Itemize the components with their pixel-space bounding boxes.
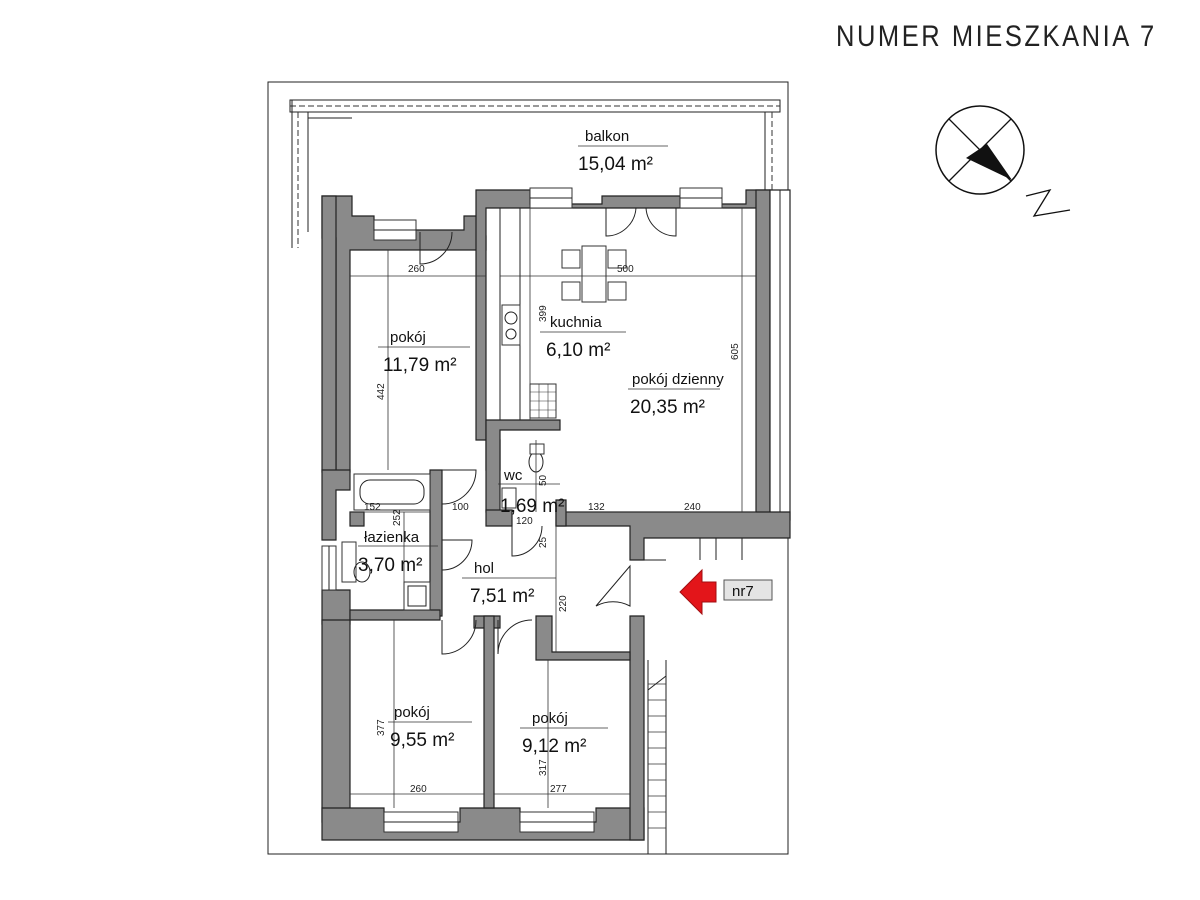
room-area-balkon: 15,04 m² (578, 154, 653, 175)
room-area-lazienka: 3,70 m² (358, 555, 422, 576)
bath-fixtures (341, 443, 545, 611)
room-area-pokoj-2: 9,55 m² (390, 730, 454, 751)
room-name-lazienka: łazienka (364, 529, 420, 546)
room-name-pokoj-2: pokój (394, 704, 430, 721)
room-area-hol: 7,51 m² (470, 586, 534, 607)
dim-240: 240 (684, 502, 701, 513)
room-area-pokoj-dzienny: 20,35 m² (630, 397, 705, 418)
dim-252: 252 (392, 509, 403, 526)
dim-25: 25 (538, 536, 549, 548)
dim-377: 377 (376, 719, 387, 736)
room-name-balkon: balkon (585, 128, 629, 145)
dim-442: 442 (376, 383, 387, 400)
entrance-label-box (723, 579, 773, 601)
room-name-kuchnia: kuchnia (550, 314, 602, 331)
dim-605: 605 (730, 343, 741, 360)
dim-152: 152 (364, 502, 381, 513)
entrance-label: nr7 (732, 583, 754, 600)
dim-120: 120 (516, 516, 533, 527)
dim-500: 500 (617, 264, 634, 275)
room-area-pokoj-3: 9,12 m² (522, 736, 586, 757)
doors (419, 207, 677, 655)
room-name-pokoj-3: pokój (532, 710, 568, 727)
room-name-wc: wc (503, 467, 523, 484)
label-underlines (358, 145, 720, 729)
room-area-wc: 1,69 m² (500, 496, 564, 517)
dim-132: 132 (588, 502, 605, 513)
entrance-marker: nr7 (679, 568, 773, 616)
kitchen-counter (499, 208, 557, 420)
dining-table (561, 245, 627, 303)
dim-277: 277 (550, 784, 567, 795)
room-name-pokoj-dzienny: pokój dzienny (632, 371, 724, 388)
compass-icon (935, 105, 1071, 217)
dim-220: 220 (558, 595, 569, 612)
windows (321, 187, 723, 833)
dim-260-top: 260 (408, 264, 425, 275)
dim-100: 100 (452, 502, 469, 513)
dimension-lines (350, 208, 756, 808)
dim-50: 50 (538, 474, 549, 486)
page-title: NUMER MIESZKANIA 7 (836, 20, 1157, 53)
room-area-kuchnia: 6,10 m² (546, 340, 610, 361)
dim-399: 399 (538, 305, 549, 322)
staircase (644, 537, 770, 854)
room-area-pokoj-1: 11,79 m² (383, 355, 457, 376)
entrance-arrow-icon (679, 568, 717, 616)
compass-north-letter (1025, 188, 1071, 217)
dim-260-bottom: 260 (410, 784, 427, 795)
balcony (289, 99, 781, 248)
room-name-pokoj-1: pokój (390, 329, 426, 346)
room-name-hol: hol (474, 560, 494, 577)
walls (321, 189, 791, 841)
dim-317: 317 (538, 759, 549, 776)
